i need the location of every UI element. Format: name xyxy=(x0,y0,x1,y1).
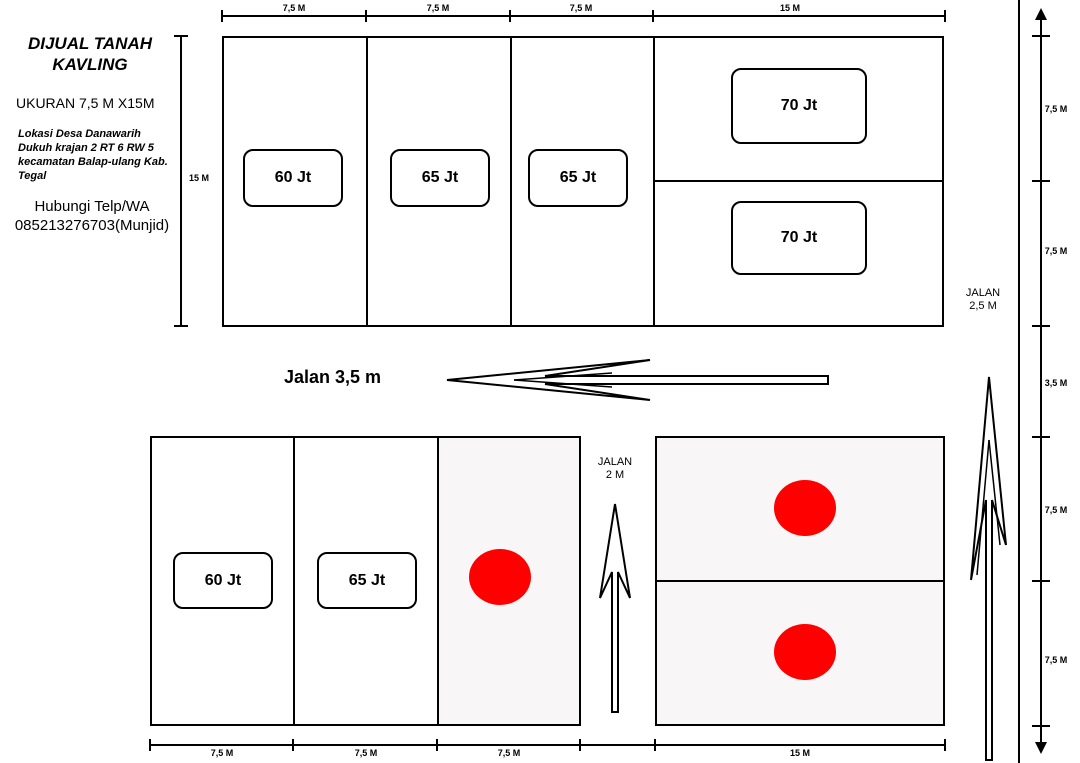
main-road-label: Jalan 3,5 m xyxy=(284,367,382,387)
right-scale-label: 7,5 M xyxy=(1044,655,1068,665)
side-road-large-label-line2: 2,5 M xyxy=(969,300,997,312)
contact-number: 085213276703(Munjid) xyxy=(14,217,170,234)
title-line-1: DIJUAL TANAH xyxy=(27,34,153,53)
bottom-dim-label: 7,5 M xyxy=(354,748,378,758)
price-label: 65 Jt xyxy=(390,149,490,207)
size-text: UKURAN 7,5 M X15M xyxy=(16,95,155,111)
right-scale-label: 7,5 M xyxy=(1044,246,1068,256)
side-road-large-label-line1: JALAN xyxy=(965,287,1001,299)
top-dim-label: 7,5 M xyxy=(426,3,450,13)
contact-label: Hubungi Telp/WA xyxy=(34,198,150,215)
road-arrow-up-small xyxy=(599,503,631,713)
bottom-dim-label: 15 M xyxy=(789,748,810,758)
side-road-small-label-line1: JALAN xyxy=(597,456,633,468)
side-road-small-label-line2: 2 M xyxy=(605,469,625,481)
sold-marker xyxy=(774,624,836,680)
bottom-dim-label: 7,5 M xyxy=(210,748,234,758)
road-arrow-left xyxy=(446,359,829,401)
road-arrow-up-large xyxy=(970,376,1007,761)
sold-marker xyxy=(469,549,531,605)
right-scale-label: 7,5 M xyxy=(1044,104,1068,114)
price-label: 60 Jt xyxy=(243,149,343,207)
right-scale-label: 7,5 M xyxy=(1044,505,1068,515)
title-line-2: KAVLING xyxy=(52,55,128,74)
bottom-dim-label: 7,5 M xyxy=(497,748,521,758)
price-label: 65 Jt xyxy=(317,552,417,609)
top-dim-label: 15 M xyxy=(779,3,800,13)
top-dim-label: 7,5 M xyxy=(282,3,306,13)
sold-marker xyxy=(774,480,836,536)
side-dim-label: 15 M xyxy=(188,173,209,183)
price-label: 65 Jt xyxy=(528,149,628,207)
top-dim-label: 7,5 M xyxy=(569,3,593,13)
right-scale-label: 3,5 M xyxy=(1044,378,1068,388)
price-label: 60 Jt xyxy=(173,552,273,609)
price-label: 70 Jt xyxy=(731,201,867,275)
price-label: 70 Jt xyxy=(731,68,867,144)
location-text: Lokasi Desa Danawarih Dukuh krajan 2 RT … xyxy=(18,128,168,182)
